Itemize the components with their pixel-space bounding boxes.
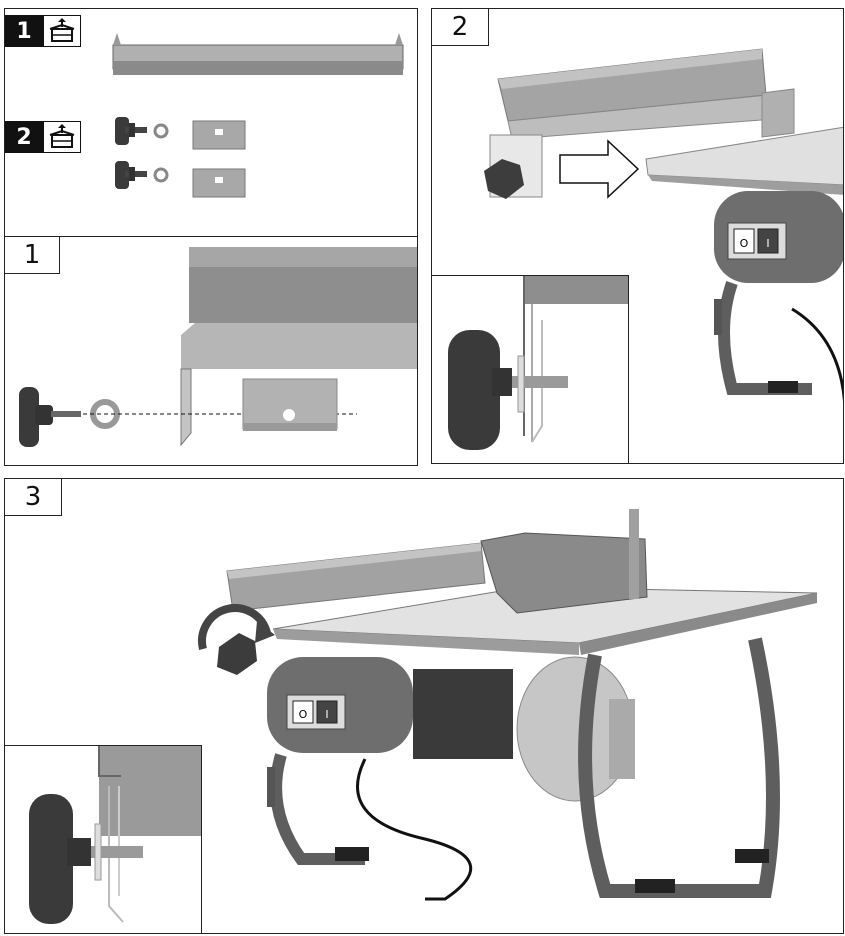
step2-panel: 2 O I [431, 8, 844, 464]
on-label: I [766, 237, 769, 250]
parts-panel: 1 2 [4, 8, 418, 238]
parts-drawing [112, 33, 404, 198]
knob-set-1 [115, 117, 246, 150]
badge-number: 2 [5, 121, 43, 153]
step3-drawing: O I [198, 509, 818, 901]
badge-number: 1 [5, 15, 43, 47]
parts-badge-2: 2 [5, 121, 81, 153]
parts-badge-1: 1 [5, 15, 81, 47]
step2-drawing: O I [484, 48, 843, 403]
step1-panel: 1 [4, 236, 418, 466]
step3-inset [5, 745, 202, 933]
off-label: O [740, 237, 749, 250]
step-number: 2 [432, 9, 489, 46]
step-number: 3 [5, 479, 62, 516]
step-number: 1 [5, 237, 60, 274]
step3-panel: 3 O I [4, 478, 844, 934]
on-label: I [325, 708, 328, 721]
unpack-box-icon [43, 15, 81, 47]
step1-drawing [19, 247, 417, 447]
unpack-box-icon [43, 121, 81, 153]
off-label: O [299, 708, 308, 721]
step2-inset [432, 275, 629, 463]
knob-set-2 [115, 161, 246, 198]
